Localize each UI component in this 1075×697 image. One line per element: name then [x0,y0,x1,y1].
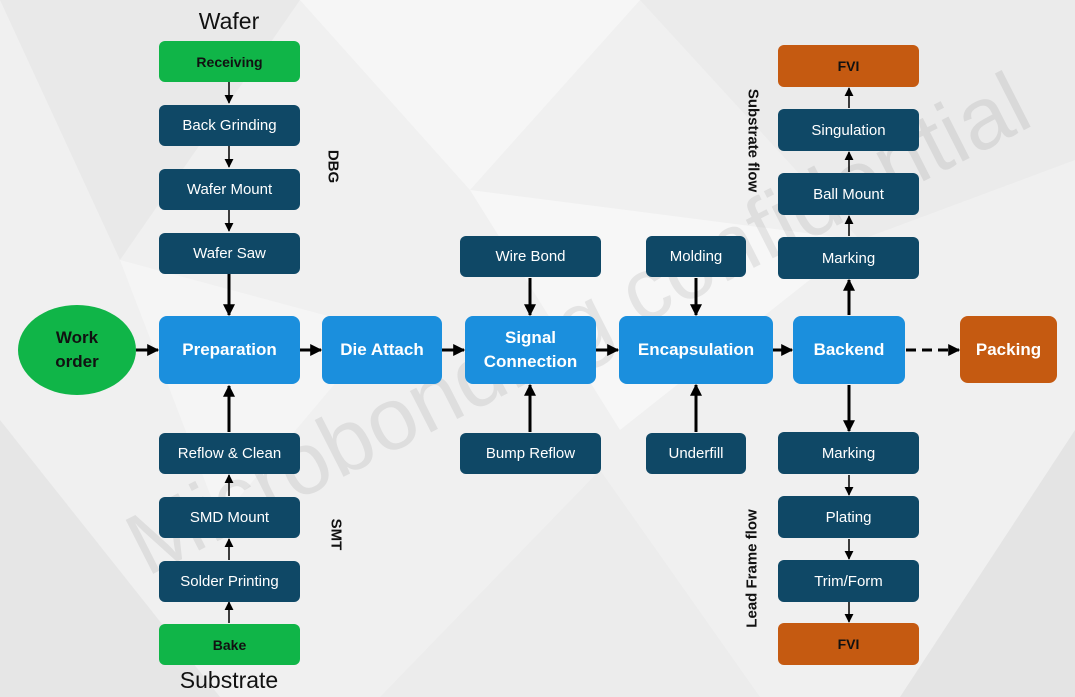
trim-form-node: Trim/Form [778,560,919,602]
preparation-node: Preparation [159,316,300,384]
wafer-mount-node: Wafer Mount [159,169,300,210]
receiving-node: Receiving [159,41,300,82]
marking-bottom-node: Marking [778,432,919,474]
plating-node: Plating [778,496,919,538]
molding-node: Molding [646,236,746,277]
packing-node: Packing [960,316,1057,383]
reflow-clean-node: Reflow & Clean [159,433,300,474]
bake-node: Bake [159,624,300,665]
lead-frame-flow-label: Lead Frame flow [743,509,761,628]
encapsulation-node: Encapsulation [619,316,773,384]
wafer-label: Wafer [198,8,260,34]
smd-mount-node: SMD Mount [159,497,300,538]
wafer-saw-node: Wafer Saw [159,233,300,274]
substrate-flow-label: Substrate flow [744,88,762,193]
ball-mount-node: Ball Mount [778,173,919,215]
back-grinding-node: Back Grinding [159,105,300,146]
fvi-top-node: FVI [778,45,919,87]
signal-connection-node: Signal Connection [465,316,596,384]
substrate-label: Substrate [179,667,279,693]
bump-reflow-node: Bump Reflow [460,433,601,474]
smt-label: SMT [327,518,345,551]
solder-printing-node: Solder Printing [159,561,300,602]
work-order-node: Work order [18,305,136,395]
underfill-node: Underfill [646,433,746,474]
singulation-node: Singulation [778,109,919,151]
fvi-bottom-node: FVI [778,623,919,665]
wire-bond-node: Wire Bond [460,236,601,277]
dbg-label: DBG [324,149,342,184]
backend-node: Backend [793,316,905,384]
die-attach-node: Die Attach [322,316,442,384]
marking-top-node: Marking [778,237,919,279]
